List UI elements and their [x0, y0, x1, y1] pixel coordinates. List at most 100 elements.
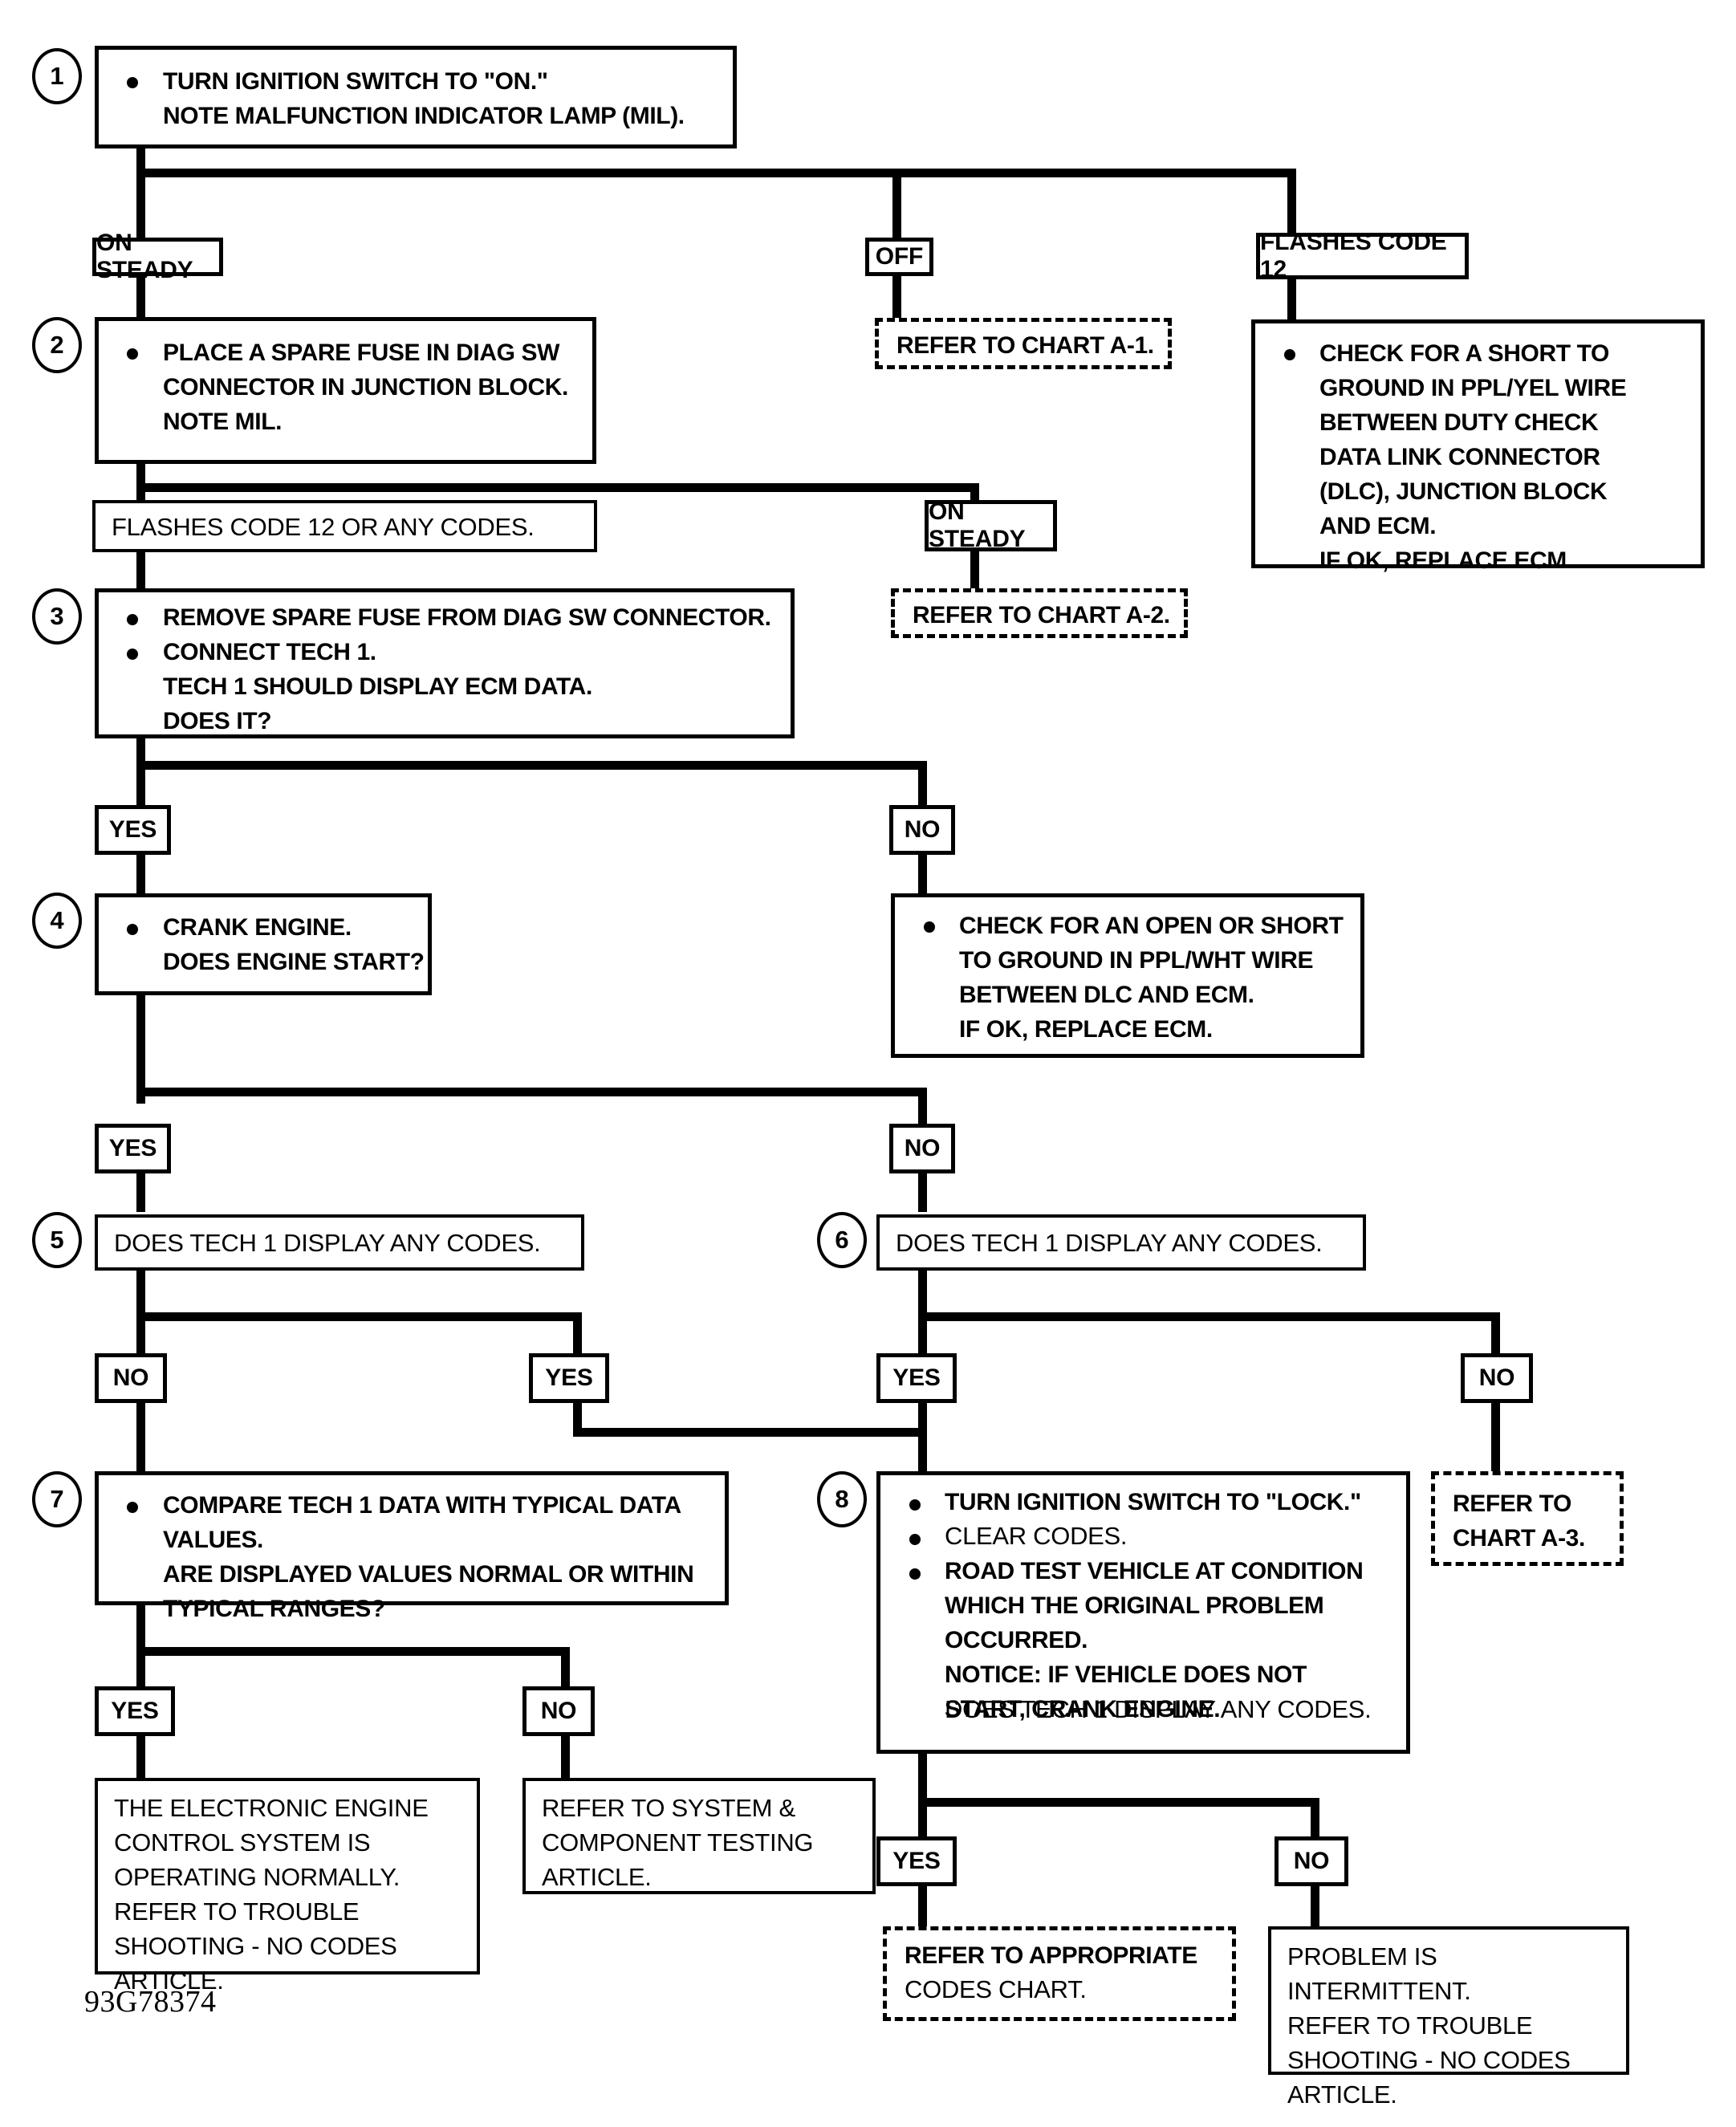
connector-no-s7 [136, 1401, 145, 1473]
tag-yes-s6-label: YES [892, 1364, 941, 1391]
step-3-line-3: TECH 1 SHOULD DISPLAY ECM DATA. DOES IT? [163, 673, 592, 734]
bullet-icon [909, 1499, 921, 1511]
step-8-line-2: CLEAR CODES. [945, 1522, 1128, 1550]
terminal-chart-a3-text: REFER TO CHART A-3. [1453, 1491, 1585, 1552]
connector-s4-no-down [918, 1088, 927, 1124]
connector-s8-no-down [1311, 1798, 1319, 1842]
step-number-6: 6 [817, 1212, 867, 1268]
tag-yes-s3-label: YES [108, 816, 157, 843]
terminal-intermittent: PROBLEM IS INTERMITTENT. REFER TO TROUBL… [1268, 1926, 1629, 2109]
connector-code12-action [1287, 273, 1296, 325]
tag-no-s3: NO [889, 805, 955, 855]
tag-flashes-code-12: FLASHES CODE 12 [1256, 229, 1469, 283]
step-8-line-1: TURN IGNITION SWITCH TO "LOCK." [945, 1489, 1361, 1515]
action-open-short-pplwht-box: CHECK FOR AN OPEN OR SHORT TO GROUND IN … [891, 893, 1364, 1058]
connector-yes-s5 [136, 1173, 145, 1212]
connector-onsteady1-s2 [136, 273, 145, 329]
bullet-icon [909, 1534, 921, 1545]
tag-yes-s7: YES [95, 1686, 175, 1736]
bullet-icon [1284, 349, 1295, 360]
connector-yes-s4 [136, 855, 145, 895]
connector-s3-no-down [918, 761, 927, 805]
step-8-box: TURN IGNITION SWITCH TO "LOCK." CLEAR CO… [876, 1471, 1410, 1754]
bullet-icon [909, 1568, 921, 1580]
bullet-icon [127, 77, 138, 88]
bullet-icon [924, 921, 935, 933]
step-5-box: DOES TECH 1 DISPLAY ANY CODES. [95, 1214, 584, 1271]
tag-yes-s8: YES [876, 1836, 957, 1886]
step-6-text: DOES TECH 1 DISPLAY ANY CODES. [896, 1229, 1323, 1257]
step-1-text: TURN IGNITION SWITCH TO "ON." NOTE MALFU… [163, 68, 685, 129]
terminal-normal-operation: THE ELECTRONIC ENGINE CONTROL SYSTEM IS … [95, 1778, 480, 1995]
connector-s5yes-down [573, 1401, 582, 1437]
step-4-box: CRANK ENGINE. DOES ENGINE START? [95, 893, 432, 995]
tag-yes-s3: YES [95, 805, 171, 855]
tag-no-s4-label: NO [904, 1135, 941, 1161]
bullet-icon [127, 649, 138, 660]
tag-yes-s4-label: YES [108, 1135, 157, 1161]
connector-s6yes-s8 [918, 1401, 927, 1473]
step-number-5: 5 [32, 1212, 82, 1268]
step-number-7: 7 [32, 1471, 82, 1527]
step-8-line-3: ROAD TEST VEHICLE AT CONDITION WHICH THE… [945, 1558, 1364, 1722]
connector-s6-no-down [1491, 1312, 1500, 1356]
action-code12-short-text: CHECK FOR A SHORT TO GROUND IN PPL/YEL W… [1319, 340, 1627, 574]
step-8-line-4: DOES TECH 1 DISPLAY ANY CODES. [945, 1695, 1372, 1723]
bullet-icon [127, 1502, 138, 1513]
connector-s7-no-down [561, 1647, 570, 1691]
tag-off-label: OFF [875, 243, 924, 270]
step-4-text: CRANK ENGINE. DOES ENGINE START? [163, 914, 425, 975]
tag-on-steady-1: ON STEADY [92, 230, 223, 283]
connector-s5-yes-down [573, 1312, 582, 1356]
step-number-4: 4 [32, 893, 82, 949]
condition-flashes-code12-any-text: FLASHES CODE 12 OR ANY CODES. [112, 513, 535, 541]
tag-no-s8-label: NO [1293, 1848, 1330, 1874]
step-7-box: COMPARE TECH 1 DATA WITH TYPICAL DATA VA… [95, 1471, 729, 1622]
terminal-appropriate-codes-chart-line-2: CODES CHART. [905, 1975, 1087, 2003]
connector-s8-no-term [1311, 1886, 1319, 1930]
step-number-3: 3 [32, 588, 82, 645]
connector-code12-down [1287, 169, 1296, 249]
step-number-1: 1 [32, 48, 82, 104]
connector-s4-bus [136, 1088, 927, 1096]
tag-no-s4: NO [889, 1124, 955, 1173]
connector-s8-yes-term [918, 1886, 927, 1930]
step-6-box: DOES TECH 1 DISPLAY ANY CODES. [876, 1214, 1366, 1271]
connector-onsteady2-charta2 [970, 551, 979, 590]
bullet-icon [127, 924, 138, 935]
connector-off-charta1 [892, 273, 901, 321]
step-3-line-2: CONNECT TECH 1. [163, 639, 376, 665]
connector-s2-bus [136, 483, 979, 492]
connector-top-bus [136, 169, 1296, 177]
connector-s6-bus [918, 1312, 1500, 1321]
tag-yes-s6: YES [876, 1353, 957, 1403]
step-number-2: 2 [32, 317, 82, 373]
tag-no-s8: NO [1275, 1836, 1348, 1886]
step-1-box: TURN IGNITION SWITCH TO "ON." NOTE MALFU… [95, 46, 737, 148]
tag-yes-s5-label: YES [545, 1364, 593, 1391]
connector-s1-down [136, 148, 145, 241]
tag-yes-s7-label: YES [111, 1698, 159, 1724]
tag-no-s5-label: NO [112, 1364, 149, 1391]
step-number-8: 8 [817, 1471, 867, 1527]
tag-no-s6: NO [1461, 1353, 1533, 1403]
connector-s5yes-right [573, 1428, 926, 1437]
action-code12-short-box: CHECK FOR A SHORT TO GROUND IN PPL/YEL W… [1251, 319, 1705, 574]
tag-no-s5: NO [95, 1353, 167, 1403]
tag-no-s6-label: NO [1478, 1364, 1515, 1391]
step-7-text: COMPARE TECH 1 DATA WITH TYPICAL DATA VA… [163, 1492, 694, 1622]
terminal-chart-a1: REFER TO CHART A-1. [875, 318, 1172, 369]
terminal-appropriate-codes-chart-line-1: REFER TO APPROPRIATE [905, 1942, 1197, 1969]
connector-s4-down [136, 995, 145, 1104]
connector-s7-bus [136, 1647, 570, 1656]
connector-s5-bus [136, 1312, 582, 1321]
action-open-short-pplwht-text: CHECK FOR AN OPEN OR SHORT TO GROUND IN … [959, 913, 1344, 1043]
terminal-intermittent-text: PROBLEM IS INTERMITTENT. REFER TO TROUBL… [1287, 1942, 1571, 2109]
terminal-chart-a1-text: REFER TO CHART A-1. [896, 332, 1154, 359]
connector-s7-no-term [561, 1736, 570, 1780]
terminal-chart-a3: REFER TO CHART A-3. [1431, 1471, 1624, 1566]
connector-no-s6 [918, 1173, 927, 1212]
connector-cond-s3 [136, 552, 145, 590]
terminal-normal-operation-text: THE ELECTRONIC ENGINE CONTROL SYSTEM IS … [114, 1794, 429, 1995]
